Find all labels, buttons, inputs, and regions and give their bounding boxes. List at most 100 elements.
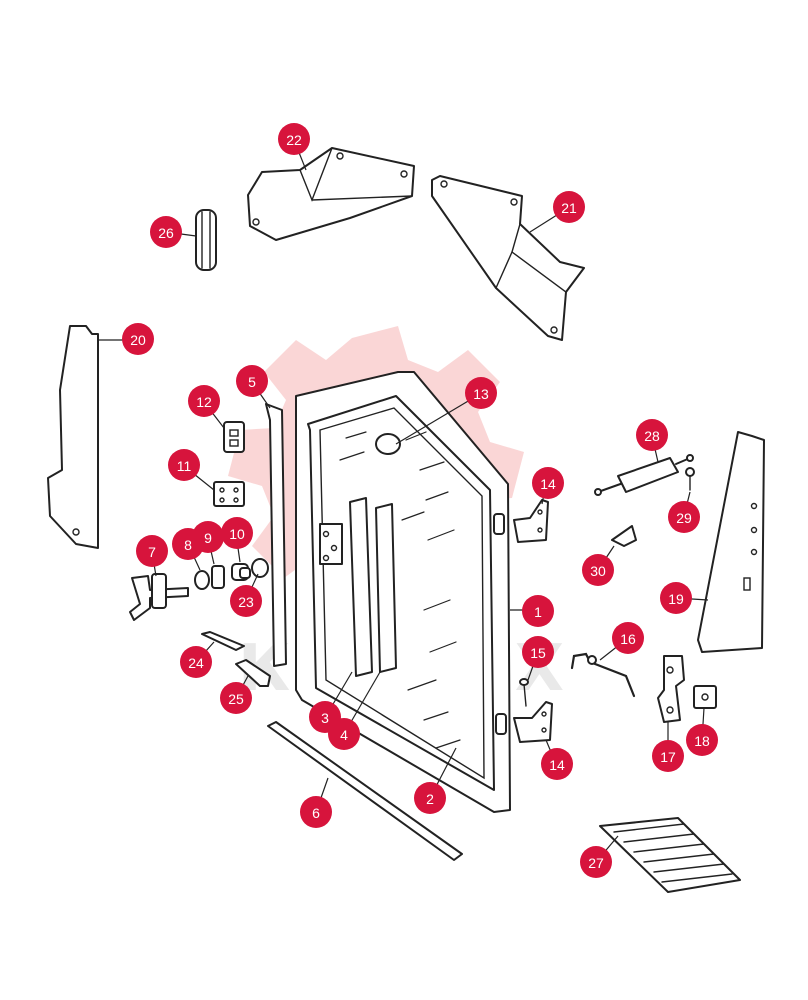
part-27-step-grating xyxy=(599,817,741,893)
part-4-seal-bar xyxy=(375,503,397,673)
callout-badge-circle xyxy=(221,517,253,549)
callout-badge-15: 15 xyxy=(522,636,554,668)
callout-badge-circle xyxy=(236,365,268,397)
callout-badge-circle xyxy=(553,191,585,223)
callout-badge-26: 26 xyxy=(150,216,182,248)
callout-badge-23: 23 xyxy=(230,585,262,617)
callout-badge-16: 16 xyxy=(612,622,644,654)
callout-badge-label: 27 xyxy=(588,855,604,871)
callout-badge-19: 19 xyxy=(660,582,692,614)
callout-badge-11: 11 xyxy=(168,449,200,481)
callout-badge-circle xyxy=(660,582,692,614)
callout-badge-circle xyxy=(188,385,220,417)
part-14-upper-hinge xyxy=(513,499,549,543)
callout-badge-circle xyxy=(192,521,224,553)
part-15-hinge-pin xyxy=(519,678,529,707)
callout-badge-21: 21 xyxy=(553,191,585,223)
callout-badge-22: 22 xyxy=(278,123,310,155)
part-5-seal-strip xyxy=(265,403,287,667)
callout-badge-13: 13 xyxy=(465,377,497,409)
callout-badge-label: 6 xyxy=(312,805,320,821)
part-9-spring xyxy=(211,565,225,589)
callout-badge-27: 27 xyxy=(580,846,612,878)
callout-badge-29: 29 xyxy=(668,501,700,533)
part-25-pad xyxy=(235,659,271,687)
callout-badge-circle xyxy=(168,449,200,481)
callout-badge-7: 7 xyxy=(136,535,168,567)
callout-badge-label: 5 xyxy=(248,374,256,390)
callout-badge-circle xyxy=(580,846,612,878)
part-19-right-post xyxy=(697,431,765,653)
door-hinge-plate xyxy=(319,523,343,565)
part-20-left-post xyxy=(47,325,99,549)
part-11-mount-plate xyxy=(213,481,245,507)
callout-badge-label: 26 xyxy=(158,225,174,241)
callout-badge-25: 25 xyxy=(220,682,252,714)
callout-badge-circle xyxy=(414,782,446,814)
part-18-nut-plate xyxy=(693,685,717,709)
callout-badge-circle xyxy=(686,724,718,756)
part-22-roof-bracket xyxy=(247,147,415,241)
callout-badge-9: 9 xyxy=(192,521,224,553)
part-7-t-handle xyxy=(129,573,189,621)
callout-badge-circle xyxy=(180,646,212,678)
callout-badge-label: 1 xyxy=(534,604,542,620)
callout-badge-circle xyxy=(522,636,554,668)
callout-badge-label: 22 xyxy=(286,132,302,148)
part-16-rod xyxy=(570,652,636,698)
callout-badge-14b: 14 xyxy=(541,748,573,780)
callout-badge-label: 29 xyxy=(676,510,692,526)
part-21-roof-bracket xyxy=(431,175,585,341)
callout-badge-circle xyxy=(122,323,154,355)
callout-badge-circle xyxy=(668,501,700,533)
callout-badge-label: 12 xyxy=(196,394,212,410)
callout-badge-17: 17 xyxy=(652,740,684,772)
callout-badge-label: 18 xyxy=(694,733,710,749)
callout-badge-circle xyxy=(652,740,684,772)
callout-badge-5: 5 xyxy=(236,365,268,397)
callout-badge-4: 4 xyxy=(328,718,360,750)
part-13-knob xyxy=(375,433,401,455)
callout-badge-circle xyxy=(532,467,564,499)
callout-badge-circle xyxy=(230,585,262,617)
callout-badge-2: 2 xyxy=(414,782,446,814)
callout-badge-12: 12 xyxy=(188,385,220,417)
callout-badge-30: 30 xyxy=(582,554,614,586)
callout-badge-circle xyxy=(136,535,168,567)
callout-badge-28: 28 xyxy=(636,419,668,451)
callout-badge-label: 14 xyxy=(540,476,556,492)
callout-badge-circle xyxy=(220,682,252,714)
part-1-door-frame xyxy=(295,371,511,813)
callout-badge-circle xyxy=(636,419,668,451)
callout-badge-label: 9 xyxy=(204,530,212,546)
callout-badge-24: 24 xyxy=(180,646,212,678)
part-28-gas-strut xyxy=(594,454,694,496)
callout-badge-label: 4 xyxy=(340,727,348,743)
callout-badge-label: 20 xyxy=(130,332,146,348)
callout-badge-circle xyxy=(328,718,360,750)
callout-badge-label: 17 xyxy=(660,749,676,765)
callout-badge-label: 14 xyxy=(549,757,565,773)
part-24-plate xyxy=(201,631,245,651)
callout-badge-circle xyxy=(582,554,614,586)
callout-badge-circle xyxy=(278,123,310,155)
callout-badge-label: 24 xyxy=(188,655,204,671)
callout-badge-label: 30 xyxy=(590,563,606,579)
part-29-ball-joint xyxy=(685,467,695,491)
callout-badge-label: 15 xyxy=(530,645,546,661)
callout-badge-circle xyxy=(541,748,573,780)
part-17-bracket xyxy=(657,655,685,723)
part-30-angle-bracket xyxy=(611,525,637,547)
part-6-bottom-rail xyxy=(267,721,463,861)
callout-badge-label: 19 xyxy=(668,591,684,607)
callout-badge-20: 20 xyxy=(122,323,154,355)
callout-badge-18: 18 xyxy=(686,724,718,756)
part-26-trim-piece xyxy=(195,209,217,271)
part-8-washer xyxy=(194,570,210,590)
callout-badge-14a: 14 xyxy=(532,467,564,499)
callout-badge-label: 28 xyxy=(644,428,660,444)
part-12-latch-insert xyxy=(223,421,245,453)
callout-badge-label: 10 xyxy=(229,526,245,542)
callout-badge-label: 11 xyxy=(177,458,192,474)
